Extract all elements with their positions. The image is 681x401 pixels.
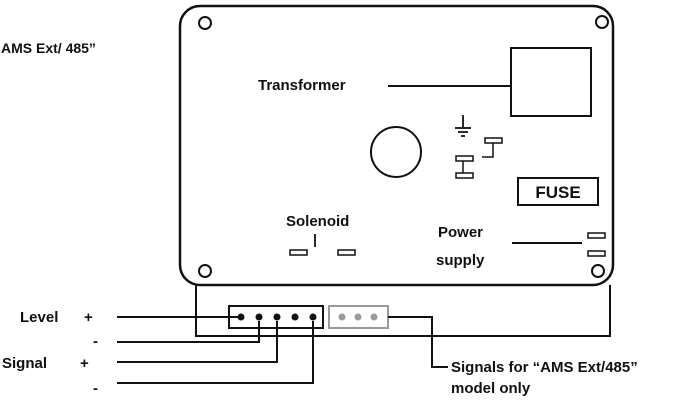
ground-symbol [455,115,471,137]
signal-minus-sign: - [93,380,98,397]
fuse-label: FUSE [535,183,580,202]
terminal-tab-1 [484,137,503,144]
level-minus-sign: - [93,333,98,350]
signals-ams-leader [388,316,448,368]
solenoid-terminal-right [337,249,356,256]
signals-note-line1: Signals for “AMS Ext/485” [451,359,638,376]
terminal-pin-5 [309,313,317,321]
solenoid-terminal-left [289,249,308,256]
optional-pin-2 [354,313,362,321]
terminal-link [482,143,494,158]
wire-signal-minus [117,321,314,384]
terminal-pin-4 [291,313,299,321]
mounting-hole-bottom-right [591,264,605,278]
fuse-box [517,177,599,206]
power-terminal-2 [587,250,606,257]
level-label: Level [20,309,58,326]
signal-label: Signal [2,355,47,372]
transformer-box [510,47,592,117]
mounting-hole-bottom-left [198,264,212,278]
mounting-hole-top-left [198,16,212,30]
cable-loop [195,285,611,337]
signals-note-line2: model only [451,380,531,397]
terminal-pin-1 [237,313,245,321]
terminal-tab-3 [455,172,474,179]
wire-signal-plus [117,321,278,363]
power-supply-label-line2: supply [436,252,485,269]
solenoid-label: Solenoid [286,213,349,230]
power-terminal-1 [587,232,606,239]
wire-level-minus [117,321,260,343]
cut-off-label: “AMS Ext/ 485” [0,40,96,56]
optional-pin-3 [370,313,378,321]
terminal-pin-3 [273,313,281,321]
level-plus-sign: + [84,309,93,326]
terminal-tab-2 [455,155,474,162]
power-supply-label-line1: Power [438,224,483,241]
transformer-label: Transformer [258,77,346,94]
signal-plus-sign: + [80,355,89,372]
optional-pin-1 [338,313,346,321]
terminal-pin-2 [255,313,263,321]
mounting-hole-top-right [595,15,609,29]
round-component [370,126,422,178]
enclosure-outline [178,4,615,287]
